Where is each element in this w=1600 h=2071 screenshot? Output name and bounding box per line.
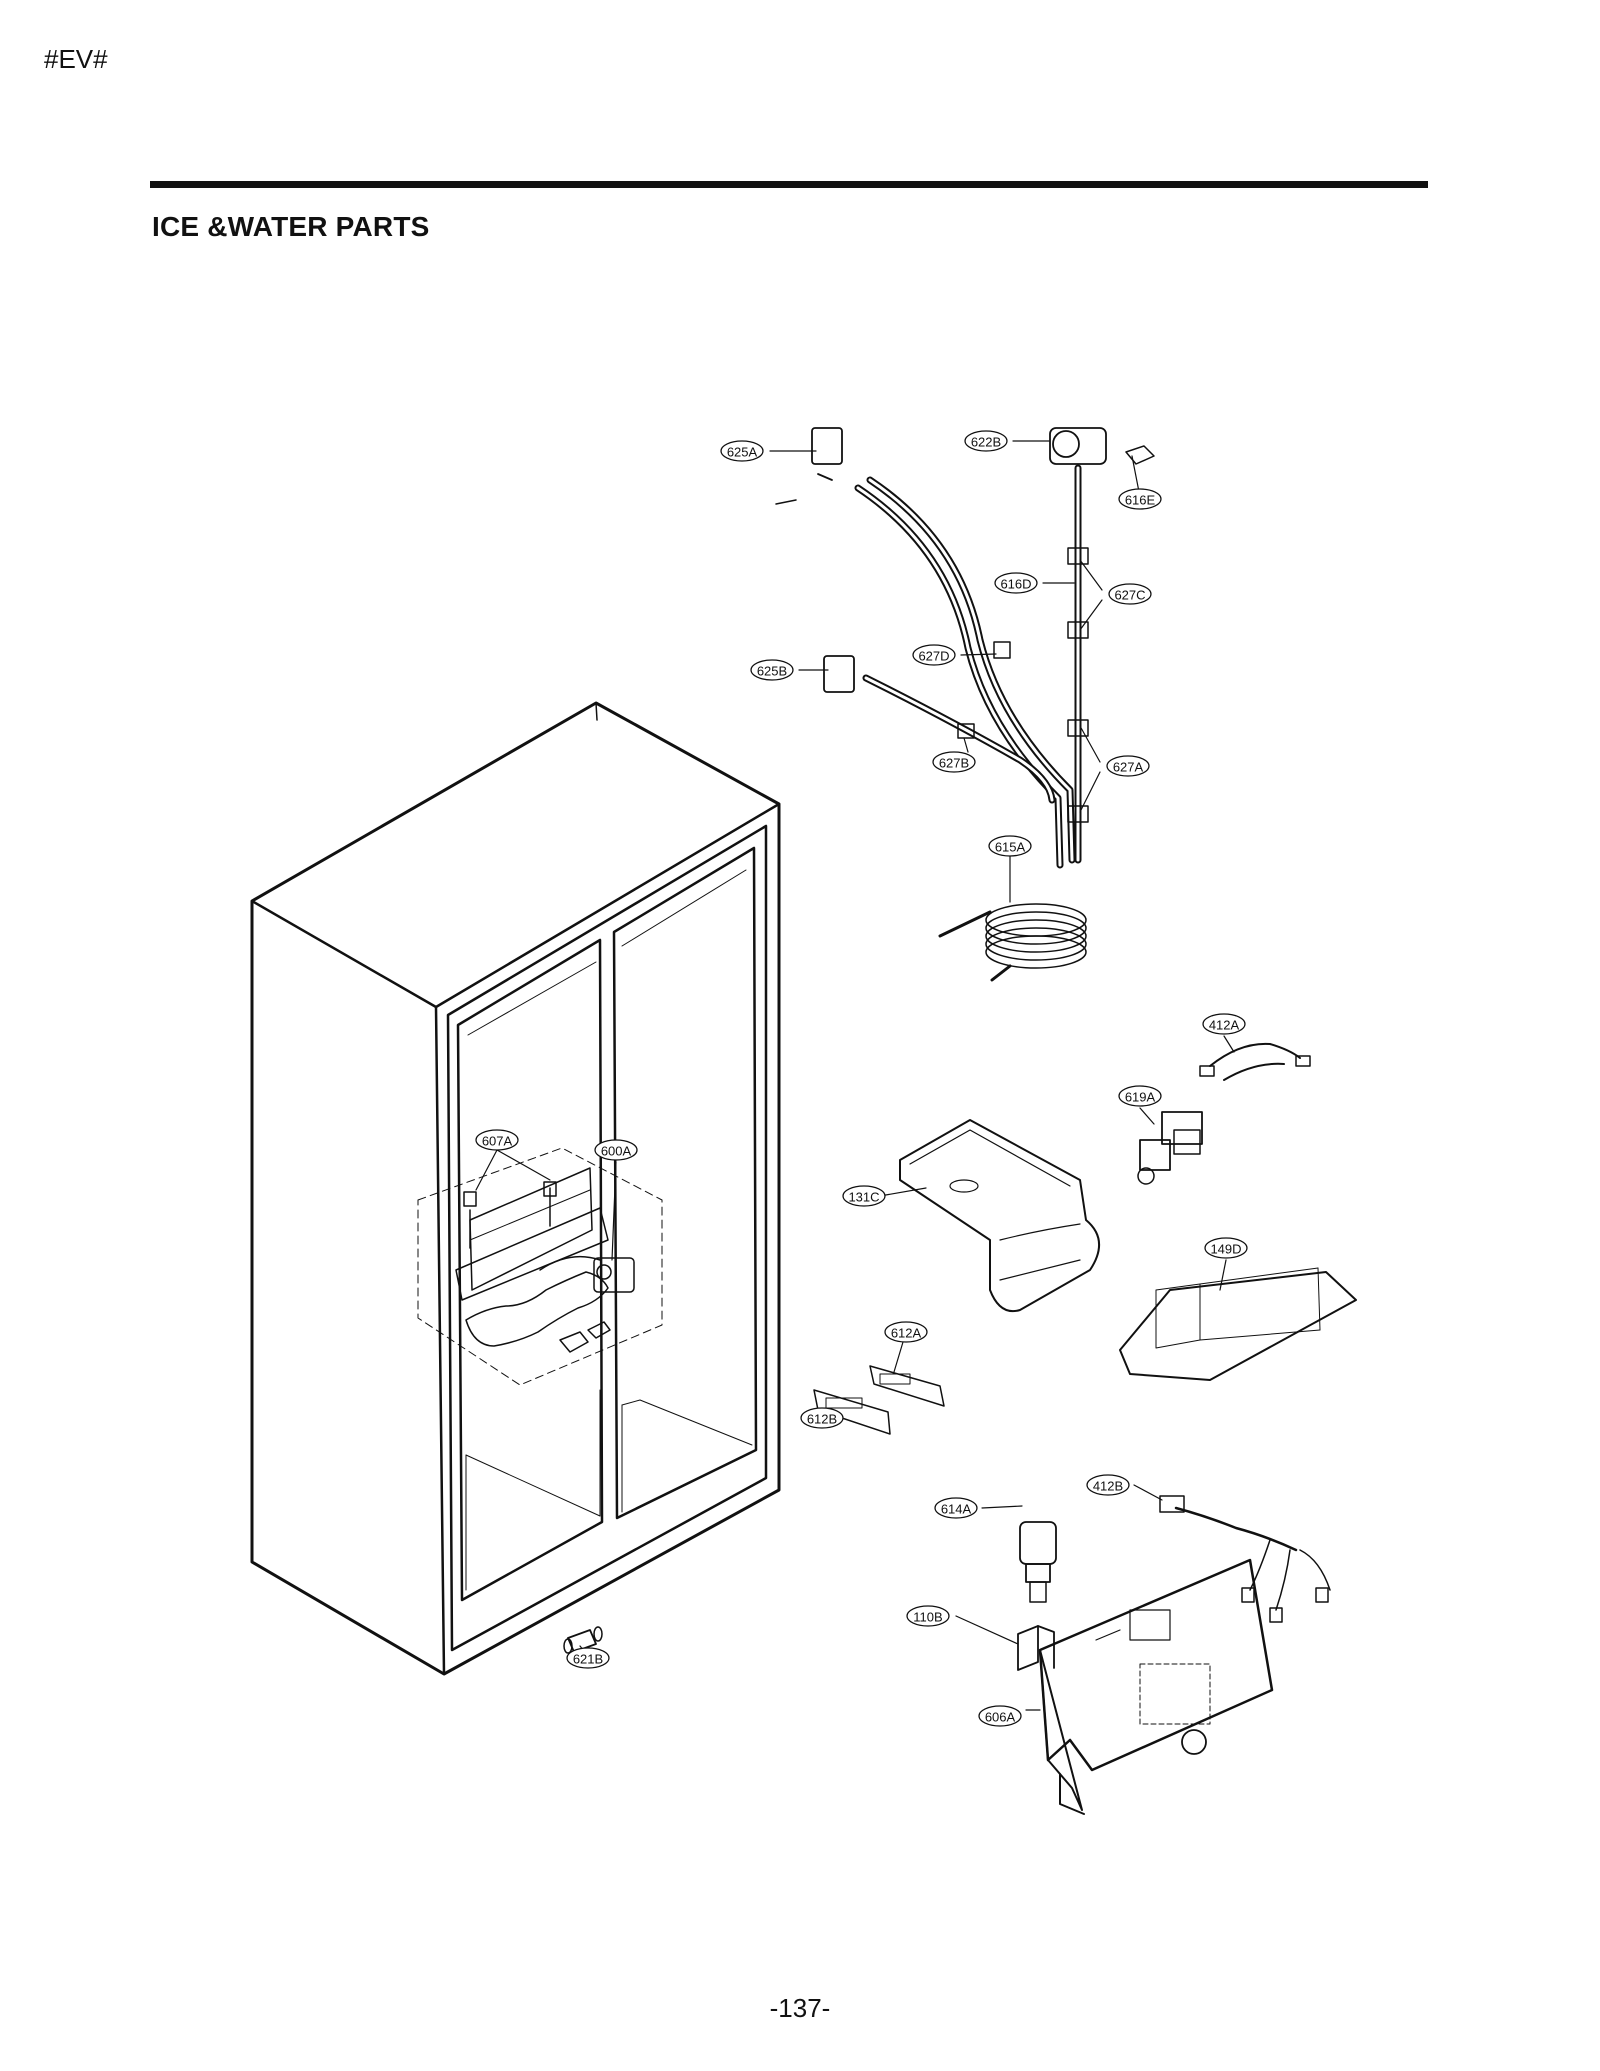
document-code: #EV#	[44, 44, 108, 74]
page-number: -137-	[769, 1993, 831, 2023]
callout-bubble	[906, 1605, 950, 1627]
callout-label: 612A	[891, 1326, 922, 1341]
callout-bubble	[964, 430, 1008, 452]
wire-harness-lower[interactable]	[1159, 1495, 1331, 1623]
callout-bubble	[475, 1129, 519, 1151]
callout-bubble	[1118, 488, 1162, 510]
callout-label: 110B	[913, 1610, 942, 1625]
callout-label: 149D	[1210, 1242, 1241, 1257]
callout-600a[interactable]: 600A	[594, 1139, 638, 1161]
callout-614a[interactable]: 614A	[934, 1497, 978, 1519]
callout-label: 606A	[985, 1710, 1016, 1725]
leader-lines	[475, 440, 1235, 1711]
callout-label: 607A	[482, 1134, 513, 1149]
callout-612b[interactable]: 612B	[800, 1407, 844, 1429]
callout-110b[interactable]: 110B	[906, 1605, 950, 1627]
water-tube-coil[interactable]	[938, 903, 1087, 982]
callout-412a[interactable]: 412A	[1202, 1013, 1246, 1035]
ice-bin[interactable]	[899, 1119, 1100, 1312]
callout-131c[interactable]: 131C	[842, 1185, 886, 1207]
callout-bubble	[994, 572, 1038, 594]
solenoid-valve[interactable]	[1019, 1521, 1057, 1603]
callout-621b[interactable]: 621B	[566, 1647, 610, 1669]
callout-label: 627A	[1113, 760, 1144, 775]
callout-615a[interactable]: 615A	[988, 835, 1032, 857]
ice-maker-assembly[interactable]	[417, 1147, 663, 1386]
callout-label: 627C	[1114, 588, 1145, 603]
dispenser-switch-upper[interactable]	[869, 1365, 945, 1407]
callout-label: 412B	[1093, 1479, 1123, 1494]
title-rule	[150, 181, 1428, 188]
callout-label: 612B	[807, 1412, 837, 1427]
callout-bubble	[594, 1139, 638, 1161]
callout-627d[interactable]: 627D	[912, 644, 956, 666]
callout-label: 625B	[757, 664, 787, 679]
callout-bubble	[884, 1321, 928, 1343]
callout-bubble	[988, 835, 1032, 857]
callout-label: 619A	[1125, 1090, 1156, 1105]
callout-616e[interactable]: 616E	[1118, 488, 1162, 510]
callout-bubble	[566, 1647, 610, 1669]
callout-625a[interactable]: 625A	[720, 440, 764, 462]
callout-627c[interactable]: 627C	[1108, 583, 1152, 605]
solenoid-bracket[interactable]	[1017, 1625, 1055, 1671]
callout-bubble	[1086, 1474, 1130, 1496]
callout-622b[interactable]: 622B	[964, 430, 1008, 452]
callout-627b[interactable]: 627B	[932, 751, 976, 773]
callout-label: 131C	[848, 1190, 879, 1205]
dispenser-switch-lower[interactable]	[813, 1389, 891, 1435]
callout-bubble	[1118, 1085, 1162, 1107]
callout-label: 625A	[727, 445, 758, 460]
refrigerator-cabinet	[250, 701, 781, 1676]
callout-bubble	[1202, 1013, 1246, 1035]
callout-label: 616E	[1125, 493, 1156, 508]
callout-label: 600A	[601, 1144, 632, 1159]
callout-bubble	[978, 1705, 1022, 1727]
callout-label: 622B	[971, 435, 1001, 450]
callout-label: 627B	[939, 756, 969, 771]
wire-harness-upper[interactable]	[1199, 1042, 1311, 1081]
callout-label: 616D	[1000, 577, 1031, 592]
callout-bubble	[720, 440, 764, 462]
callout-bubble	[932, 751, 976, 773]
dispenser-cover[interactable]	[1119, 1267, 1357, 1381]
callout-625b[interactable]: 625B	[750, 659, 794, 681]
dispenser-housing[interactable]	[1038, 1558, 1274, 1815]
callout-bubble	[1106, 755, 1150, 777]
callout-616d[interactable]: 616D	[994, 572, 1038, 594]
callout-149d[interactable]: 149D	[1204, 1237, 1248, 1259]
callout-bubble	[912, 644, 956, 666]
callout-label: 614A	[941, 1502, 972, 1517]
water-fitting[interactable]	[563, 1626, 603, 1654]
section-title: ICE &WATER PARTS	[152, 211, 430, 242]
callout-612a[interactable]: 612A	[884, 1321, 928, 1343]
callout-412b[interactable]: 412B	[1086, 1474, 1130, 1496]
water-valve[interactable]	[1137, 1111, 1203, 1185]
callout-bubble	[842, 1185, 886, 1207]
callout-606a[interactable]: 606A	[978, 1705, 1022, 1727]
callout-bubble	[1108, 583, 1152, 605]
callout-bubble	[750, 659, 794, 681]
callout-627a[interactable]: 627A	[1106, 755, 1150, 777]
callout-label: 627D	[918, 649, 949, 664]
callout-bubble	[1204, 1237, 1248, 1259]
callout-label: 621B	[573, 1652, 603, 1667]
callout-607a[interactable]: 607A	[475, 1129, 519, 1151]
callout-labels: 625A 622B 616E 616D 627C 627D 625B 627B 627A 615A…	[475, 430, 1248, 1727]
callout-bubble	[934, 1497, 978, 1519]
callout-619a[interactable]: 619A	[1118, 1085, 1162, 1107]
callout-bubble	[800, 1407, 844, 1429]
water-tube-assembly[interactable]	[775, 427, 1155, 869]
callout-label: 412A	[1209, 1018, 1240, 1033]
callout-label: 615A	[995, 840, 1026, 855]
